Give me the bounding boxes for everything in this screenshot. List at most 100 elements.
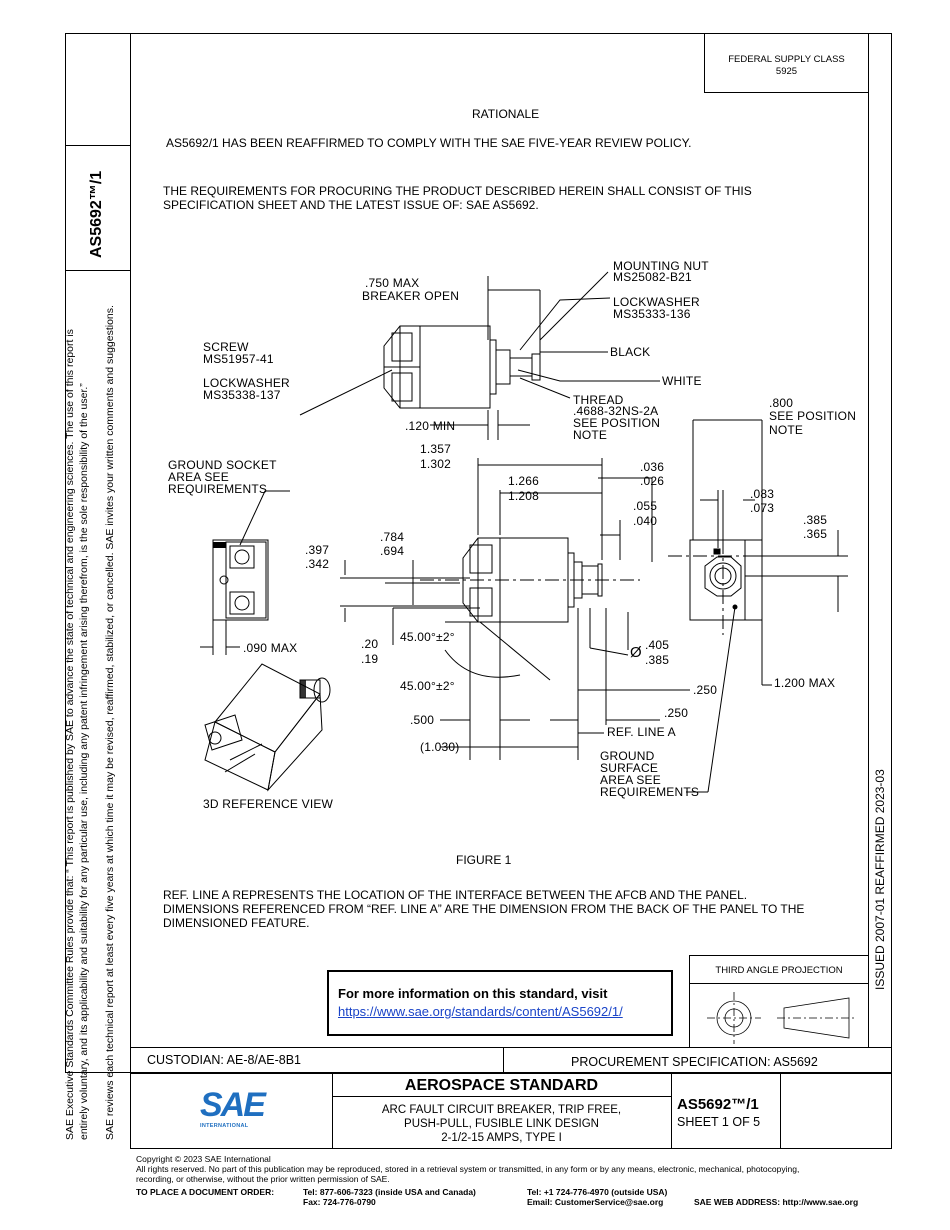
end-view (668, 490, 760, 635)
label-thread-1: THREAD (573, 393, 624, 407)
right-column-divider (868, 33, 869, 1047)
requirements-line2: SPECIFICATION SHEET AND THE LATEST ISSUE… (163, 198, 539, 212)
dim-1200-max: 1.200 MAX (774, 676, 836, 690)
dim-19: .19 (361, 652, 379, 666)
footer-web: SAE WEB ADDRESS: http://www.sae.org (694, 1197, 859, 1207)
dim-angle-2: 45.00°±2° (400, 679, 455, 693)
dim-angle-1: 45.00°±2° (400, 630, 455, 644)
left-column-divider (130, 33, 131, 1073)
dim-397: .397 (305, 543, 330, 557)
doc-category: AEROSPACE STANDARD (404, 1077, 599, 1094)
aerospace-underline (332, 1096, 671, 1097)
page-frame (65, 33, 892, 1073)
sae-logo-text: SAE (200, 1086, 266, 1124)
dim-1030: (1.030) (420, 740, 460, 754)
figure-drawing (200, 271, 848, 793)
doc-title-line1: ARC FAULT CIRCUIT BREAKER, TRIP FREE, (381, 1104, 622, 1116)
label-white: WHITE (662, 374, 702, 388)
label-breaker-open-1: .750 MAX (365, 276, 420, 290)
label-ground-surface-4: REQUIREMENTS (600, 785, 700, 799)
footer-fax: Fax: 724-776-0790 (303, 1197, 376, 1207)
dim-250b: .250 (664, 706, 689, 720)
footer-email: Email: CustomerService@sae.org (527, 1197, 664, 1207)
label-lockwasher-nut-2: MS35333-136 (613, 307, 691, 321)
dim-073: .073 (750, 501, 775, 515)
label-screw-1: SCREW (203, 340, 249, 354)
info-link[interactable]: https://www.sae.org/standards/content/AS… (338, 1004, 623, 1019)
procurement-spec: PROCUREMENT SPECIFICATION: AS5692 (571, 1055, 818, 1069)
label-black: BLACK (610, 345, 651, 359)
fsc-line2: 5925 (775, 66, 798, 77)
dim-20: .20 (361, 637, 379, 651)
info-title: For more information on this standard, v… (338, 986, 608, 1001)
ref-note-line3: DIMENSIONED FEATURE. (163, 916, 310, 930)
title-block-split-3 (671, 1073, 672, 1149)
footer-order-label: TO PLACE A DOCUMENT ORDER: (136, 1187, 275, 1197)
dim-055: .055 (633, 499, 658, 513)
sae-logo-sub: INTERNATIONAL (200, 1123, 249, 1129)
title-block-left-line (130, 1073, 131, 1149)
iso-view (204, 663, 331, 792)
label-ground-socket-3: REQUIREMENTS (168, 482, 268, 496)
dim-026: .026 (640, 474, 665, 488)
dim-1357: 1.357 (420, 442, 452, 456)
label-lockwasher-screw-2: MS35338-137 (203, 388, 281, 402)
label-breaker-open-2: BREAKER OPEN (362, 289, 460, 303)
left-side-view (212, 539, 269, 621)
doc-title-line2: PUSH-PULL, FUSIBLE LINK DESIGN (404, 1118, 599, 1130)
dim-342: .342 (305, 557, 330, 571)
diameter-symbol: Ø (630, 644, 642, 661)
label-ground-surface-3: AREA SEE (600, 773, 661, 787)
label-800-2: SEE POSITION (769, 409, 857, 423)
doc-title-line3: 2-1/2-15 AMPS, TYPE I (441, 1132, 562, 1144)
dim-1208: 1.208 (508, 489, 540, 503)
title-block-split-2 (332, 1073, 333, 1149)
dim-250a: .250 (693, 683, 718, 697)
left-column-docid-bottom (65, 270, 131, 271)
label-mounting-nut-1: MOUNTING NUT (613, 259, 709, 273)
label-ground-surface-1: GROUND (600, 749, 655, 763)
ref-note-line1: REF. LINE A REPRESENTS THE LOCATION OF T… (163, 888, 748, 902)
label-3d-reference-view: 3D REFERENCE VIEW (203, 797, 334, 811)
left-column-docid-top (65, 145, 131, 146)
rationale-text: AS5692/1 HAS BEEN REAFFIRMED TO COMPLY W… (166, 136, 692, 150)
title-block-split-4 (780, 1073, 781, 1149)
dim-040: .040 (633, 514, 658, 528)
label-lockwasher-screw-1: LOCKWASHER (203, 376, 290, 390)
footer-rights-2: recording, or otherwise, without the pri… (136, 1174, 390, 1184)
figure-caption: FIGURE 1 (456, 853, 512, 867)
dim-500: .500 (410, 713, 435, 727)
label-mounting-nut-2: MS25082-B21 (613, 270, 692, 284)
dim-385b: .385 (645, 653, 670, 667)
custodian: CUSTODIAN: AE-8/AE-8B1 (147, 1053, 301, 1067)
title-block-split-1 (503, 1047, 504, 1073)
label-ground-surface-2: SURFACE (600, 761, 659, 775)
projection-symbol (707, 992, 857, 1044)
label-thread-3: SEE POSITION (573, 416, 661, 430)
dim-365: .365 (803, 527, 828, 541)
label-ground-socket-2: AREA SEE (168, 470, 229, 484)
dim-405: .405 (645, 638, 670, 652)
label-screw-2: MS51957-41 (203, 352, 274, 366)
rationale-title: RATIONALE (472, 107, 540, 121)
projection-divider (689, 983, 869, 984)
sae-logo: SAE INTERNATIONAL (200, 1088, 270, 1136)
label-ground-socket-1: GROUND SOCKET (168, 458, 277, 472)
label-lockwasher-nut-1: LOCKWASHER (613, 295, 700, 309)
sheet-number: SHEET 1 OF 5 (677, 1115, 761, 1129)
dim-1302: 1.302 (420, 457, 452, 471)
dim-090-max: .090 MAX (243, 641, 298, 655)
info-box (327, 970, 673, 1036)
upper-breaker-body (383, 325, 541, 409)
label-800-3: NOTE (769, 423, 804, 437)
label-800-1: .800 (769, 396, 794, 410)
dim-036: .036 (640, 460, 665, 474)
footer-tel-us: Tel: 877-606-7323 (inside USA and Canada… (303, 1187, 476, 1197)
requirements-line1: THE REQUIREMENTS FOR PROCURING THE PRODU… (163, 184, 752, 198)
main-breaker-body (420, 537, 640, 623)
title-block-top-line (130, 1047, 892, 1048)
title-block-bottom-line (130, 1148, 892, 1149)
footer-rights-1: All rights reserved. No part of this pub… (136, 1164, 800, 1174)
footer-copyright: Copyright © 2023 SAE International (136, 1154, 271, 1164)
label-120-min: .120 MIN (405, 419, 456, 433)
